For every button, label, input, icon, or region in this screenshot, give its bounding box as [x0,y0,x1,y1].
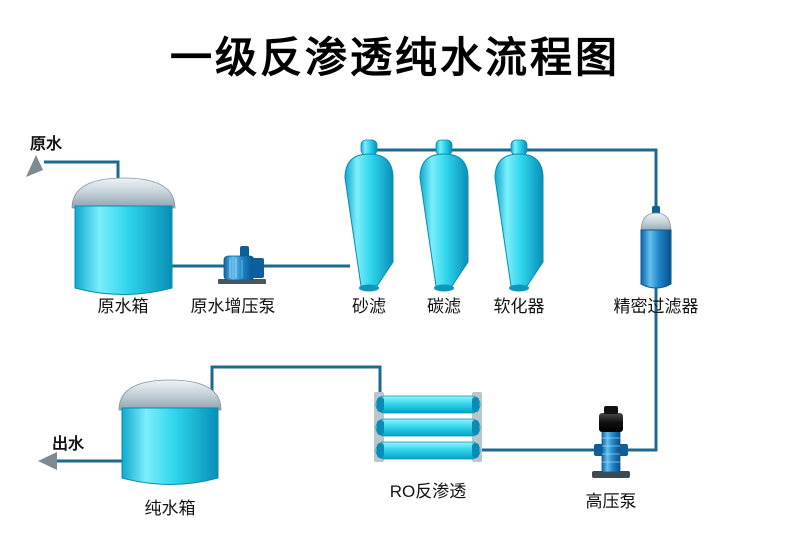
high-pressure-pump-label: 高压泵 [585,492,637,511]
precision-filter-label: 精密过滤器 [613,297,699,316]
pure-water-tank-graphic [118,379,222,485]
pipe-softener-to-precision [519,148,658,220]
diagram-title: 一级反渗透纯水流程图 [169,34,620,81]
carbon-filter-graphic [419,139,469,292]
precision-filter-graphic [640,206,672,289]
high-pressure-pump-graphic [592,406,630,478]
booster-pump-graphic [218,246,266,284]
carbon-filter-label: 碳滤 [427,297,461,316]
inlet-arrow-icon [26,155,43,177]
sand-filter-label: 砂滤 [352,297,386,316]
pipes [44,148,658,463]
softener-label: 软化器 [493,297,545,316]
water-outlet-label: 出水 [52,436,85,453]
booster-pump-label: 原水增压泵 [190,297,276,316]
outlet-arrow-icon [38,452,57,470]
raw-water-tank-graphic [71,177,176,295]
raw-water-inlet-label: 原水 [30,136,63,153]
pure-water-tank-label: 纯水箱 [144,499,196,518]
ro-unit-label: RO反渗透 [389,482,467,501]
pipe-ro-to-puretank [210,365,382,405]
ro-unit-graphic [374,392,482,462]
sand-filter-graphic [344,139,394,292]
raw-water-tank-label: 原水箱 [97,297,149,316]
softener-graphic [494,139,544,292]
pipe-precision-to-pump-to-ro [480,286,658,452]
